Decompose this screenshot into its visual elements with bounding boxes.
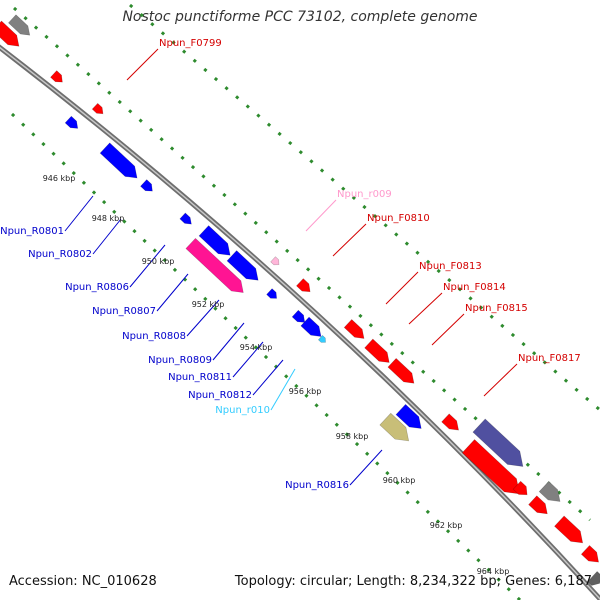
gene-arrow-17 — [395, 403, 422, 429]
gene-arrow-4 — [64, 115, 79, 129]
label-npun-r0801-leader — [64, 195, 94, 232]
label-npun-r0808-leader — [186, 299, 220, 337]
kbp-tick-label: 960 kbp — [383, 476, 416, 485]
label-npun-f0799: Npun_F0799 — [159, 38, 222, 49]
gene-arrow-7 — [179, 212, 192, 225]
label-npun-f0814: Npun_F0814 — [443, 282, 506, 293]
label-npun-f0815: Npun_F0815 — [465, 303, 528, 314]
label-npun-f0810: Npun_F0810 — [367, 213, 430, 224]
label-npun-f0813: Npun_F0813 — [419, 261, 482, 272]
gene-arrow-gray-1 — [8, 14, 31, 36]
label-npun-r0816-leader — [349, 449, 383, 486]
gene-arrow-18 — [441, 413, 459, 431]
dotted-track-1 — [13, 6, 591, 522]
label-npun-r0811-leader — [232, 341, 264, 378]
dotted-track-3 — [129, 3, 600, 412]
dotted-track-2 — [10, 112, 522, 600]
gene-arrow-16 — [387, 357, 415, 384]
gene-arrow-8 — [198, 225, 231, 256]
gene-arrow-rna — [270, 256, 280, 266]
gene-arrow-5 — [99, 142, 138, 179]
gene-arrow-12 — [291, 309, 306, 323]
label-npun-r0802: Npun_R0802 — [28, 249, 92, 260]
label-npun-r0809-leader — [212, 322, 245, 361]
gene-arrow-20 — [512, 480, 528, 496]
label-npun-r0806-leader — [129, 244, 166, 288]
gene-arrow-23 — [580, 545, 599, 563]
label-npun-r0801: Npun_R0801 — [0, 226, 64, 237]
gene-arrow-13 — [300, 316, 322, 337]
gene-arrow-magenta — [185, 237, 244, 293]
gene-arrow-9 — [226, 250, 259, 281]
label-npun-r0812: Npun_R0812 — [188, 390, 252, 401]
gene-arrow-khaki — [379, 412, 410, 442]
gene-arrow-gray-2 — [538, 480, 561, 502]
kbp-tick-label: 954 kbp — [240, 343, 273, 352]
kbp-tick-label: 962 kbp — [430, 521, 463, 530]
label-npun-r0802-leader — [92, 218, 122, 255]
gene-arrow-2 — [50, 70, 63, 83]
gene-arrow-19 — [461, 439, 520, 495]
gene-arrow-3 — [91, 102, 104, 115]
label-npun-r0812-leader — [252, 359, 284, 396]
label-npun-r010-leader — [270, 368, 296, 411]
gene-arrow-gray-3 — [587, 571, 600, 586]
kbp-tick-label: 956 kbp — [289, 387, 322, 396]
label-npun-r009: Npun_r009 — [337, 189, 392, 200]
label-npun-r010: Npun_r010 — [215, 405, 270, 416]
gene-labels: Npun_F0799Npun_r009Npun_F0810Npun_F0813N… — [0, 38, 581, 491]
topology-text: Topology: circular; Length: 8,234,322 bp… — [234, 574, 592, 589]
label-npun-f0815-leader — [431, 313, 465, 346]
label-npun-r009-leader — [305, 199, 337, 232]
label-npun-r0807: Npun_R0807 — [92, 306, 156, 317]
gene-arrow-22 — [554, 515, 584, 544]
kbp-tick-label: 952 kbp — [192, 300, 225, 309]
label-npun-r0816: Npun_R0816 — [285, 480, 349, 491]
label-npun-f0810-leader — [332, 223, 367, 257]
label-npun-f0817: Npun_F0817 — [518, 353, 581, 364]
kbp-tick-label: 964 kbp — [477, 567, 510, 576]
gene-arrow-rna-2 — [317, 334, 326, 343]
genome-backbone — [0, 44, 600, 600]
label-npun-f0813-leader — [385, 271, 419, 305]
label-npun-r0811: Npun_R0811 — [168, 372, 232, 383]
gene-arrow-11 — [296, 278, 311, 293]
label-npun-f0814-leader — [408, 292, 443, 325]
kbp-tick-label: 948 kbp — [92, 214, 125, 223]
gene-arrow-1 — [0, 20, 20, 47]
kbp-ticks: 946 kbp 948 kbp 950 kbp 952 kbp 954 kbp 956 k… — [43, 174, 510, 576]
gene-features — [0, 14, 600, 586]
accession-text: Accession: NC_010628 — [9, 574, 157, 589]
label-npun-f0799-leader — [126, 48, 159, 81]
gene-arrow-10 — [266, 288, 277, 299]
kbp-tick-label: 950 kbp — [142, 257, 175, 266]
label-npun-r0807-leader — [156, 273, 189, 312]
gene-arrow-15 — [364, 338, 390, 363]
kbp-tick-label: 958 kbp — [336, 432, 369, 441]
label-npun-r0809: Npun_R0809 — [148, 355, 212, 366]
gene-arrow-slate — [472, 418, 524, 467]
kbp-tick-label: 946 kbp — [43, 174, 76, 183]
map-title: Nostoc punctiforme PCC 73102, complete g… — [122, 9, 478, 25]
label-npun-r0806: Npun_R0806 — [65, 282, 129, 293]
dotted-tracks — [10, 3, 600, 600]
label-npun-r0808: Npun_R0808 — [122, 331, 186, 342]
gene-arrow-21 — [528, 495, 548, 515]
gene-arrow-14 — [343, 319, 365, 339]
label-npun-f0817-leader — [483, 363, 518, 397]
gene-arrow-6 — [140, 179, 153, 192]
backbone-inner — [0, 46, 600, 600]
